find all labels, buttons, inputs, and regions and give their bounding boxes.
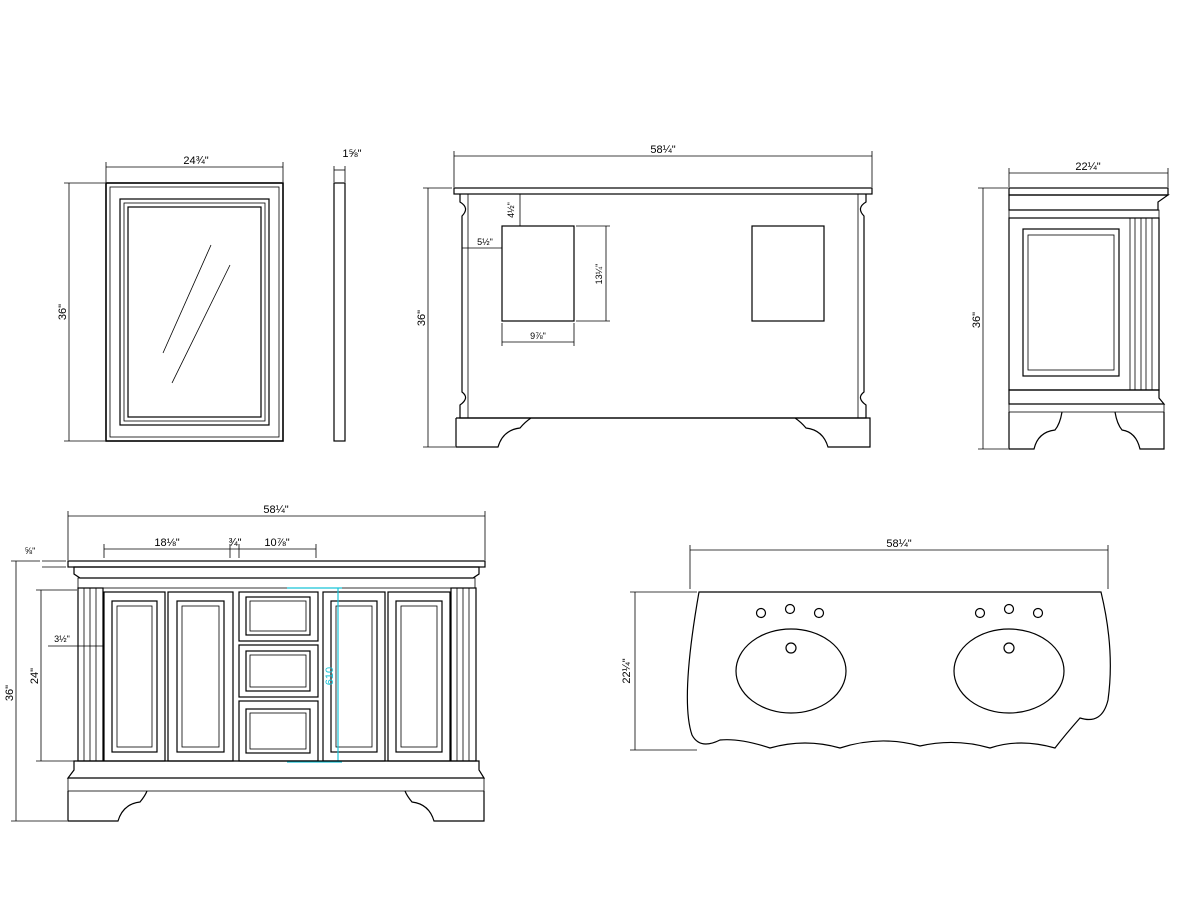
glass-reflection-line [162,244,212,354]
left-faucet-hole [784,603,796,615]
front-crown-molding [73,566,480,579]
right-drain-hole [1003,642,1015,654]
drawer-2 [238,644,319,698]
countertop-width-label: 58¼" [886,538,911,550]
side-countertop [1008,187,1169,196]
mirror-front-view: 24¾" 36" [57,155,284,442]
gap-label: ¾" [228,537,241,549]
right-sink-basin [953,628,1065,714]
cutout-width-label: 9⅞" [530,331,546,341]
side-panel-frame [1022,228,1120,377]
left-faucet-hole [813,607,825,619]
countertop-top-view: 58¼" 22¼" [621,538,1111,751]
front-countertop [67,560,486,568]
left-sink-basin [735,628,847,714]
back-cutout-right [751,225,825,322]
back-height-label: 36" [416,310,428,326]
side-plinth [1008,411,1165,450]
mirror-inner-frame [119,198,270,426]
mirror-side-profile [333,182,346,442]
door-height-label: 24" [29,668,41,684]
cutout-top-label: 4½" [506,202,516,218]
front-plinth [67,790,485,822]
mirror-side-view: 1⅝" [333,148,362,442]
drawer-1 [238,591,319,642]
vanity-front-view: 610 58¼" 18⅛" ¾" 10⅞" ⅝" 36" 24" [4,504,486,822]
back-width-label: 58¼" [650,144,675,156]
back-cabinet-outline [459,194,867,419]
left-drain-hole [785,642,797,654]
mirror-depth-label: 1⅝" [342,148,361,160]
countertop-outline [686,591,1111,749]
left-section-label: 18⅛" [154,537,179,549]
door-2 [167,591,234,762]
right-faucet-hole [1003,603,1015,615]
right-faucet-hole [974,607,986,619]
vanity-side-view: 22¼" 36" [971,161,1170,450]
top-thickness-label: ⅝" [25,546,36,556]
mirror-width-label: 24¾" [183,155,208,167]
back-countertop [453,187,873,195]
front-height-label: 36" [4,685,16,701]
door-1 [103,591,166,762]
countertop-depth-label: 22¼" [621,658,633,683]
mirror-glass [127,206,262,418]
side-panel-body [1008,217,1160,391]
front-base-molding [66,760,486,779]
left-faucet-hole [755,607,767,619]
back-base-plinth [455,417,871,448]
right-faucet-hole [1032,607,1044,619]
right-pilaster [450,587,477,762]
drawer-width-label: 10⅞" [264,537,289,549]
vanity-back-view: 58¼" 36" 4½" 5½" 13¼" 9⅞" [416,144,873,448]
mirror-outer-frame [105,182,284,442]
cutout-height-label: 13¼" [594,264,604,285]
glass-reflection-line [171,264,231,384]
back-cutout-left [501,225,575,322]
side-height-label: 36" [971,312,983,328]
side-base-molding [1008,389,1166,405]
side-crown-molding [1008,194,1170,211]
left-pilaster [77,587,104,762]
front-width-label: 58¼" [263,504,288,516]
cutout-left-label: 5½" [477,237,493,247]
mirror-height-label: 36" [57,304,69,320]
metric-610-label: 610 [324,667,336,685]
left-inset-label: 3½" [54,634,70,644]
side-depth-label: 22¼" [1075,161,1100,173]
door-4 [387,591,451,762]
